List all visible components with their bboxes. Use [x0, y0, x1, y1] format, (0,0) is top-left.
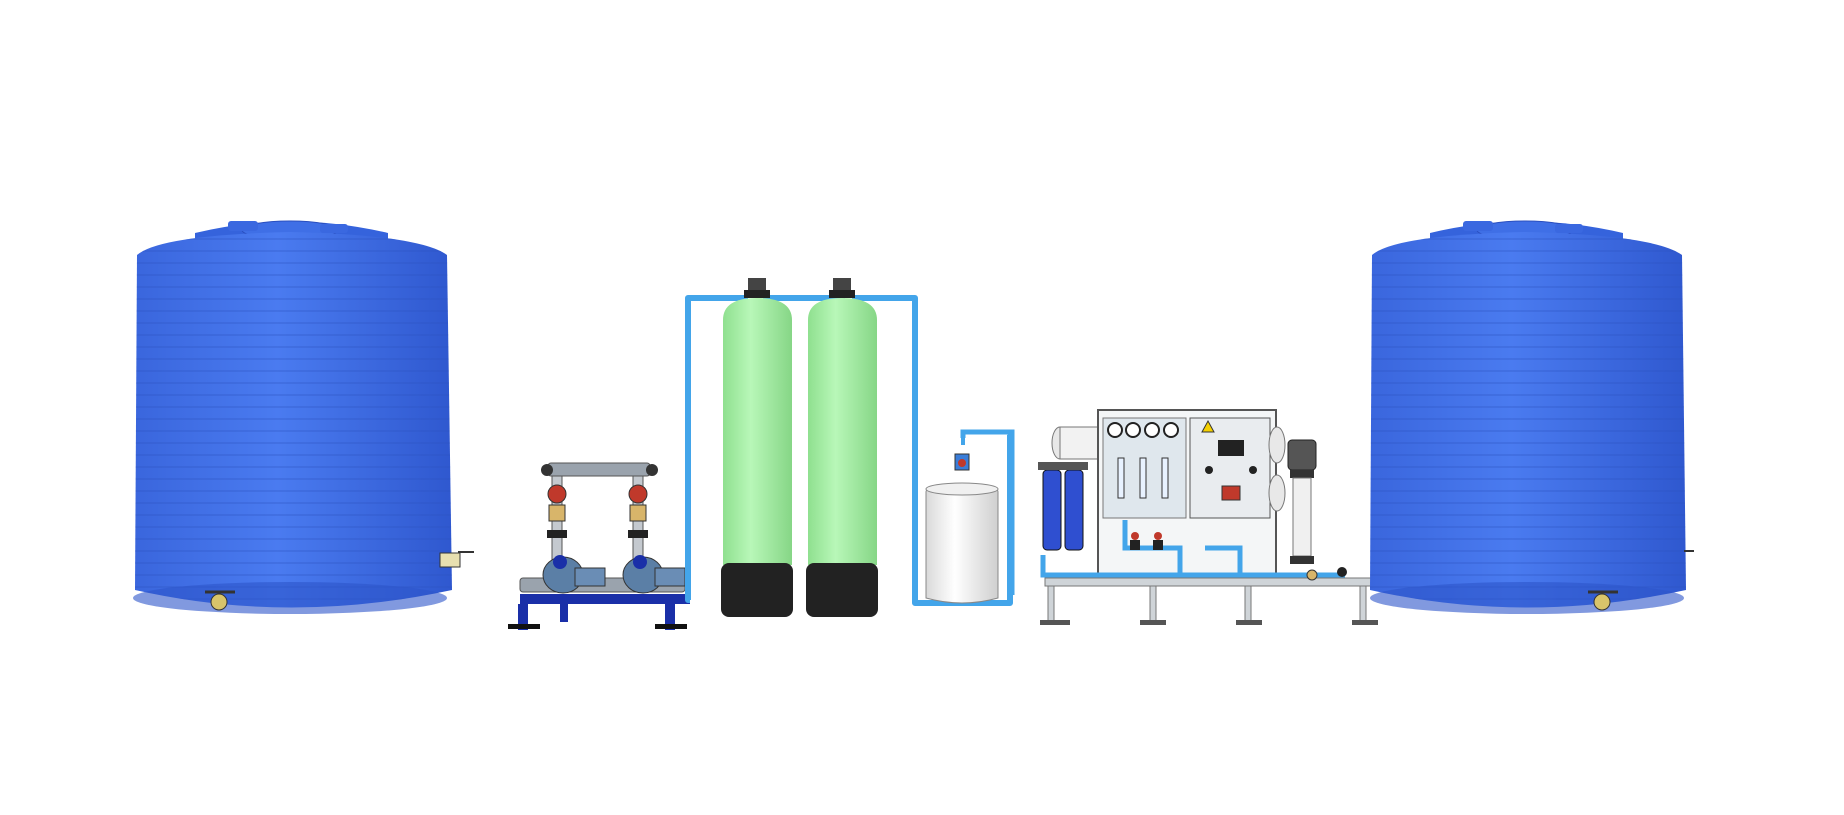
flowmeter-icon — [1117, 457, 1169, 499]
drain-valve-icon — [205, 590, 235, 611]
high-pressure-pump-icon — [1287, 439, 1317, 564]
warning-icon — [1201, 419, 1215, 433]
pressure-gauge-icon — [1107, 422, 1179, 438]
product-water-tank — [1370, 220, 1694, 614]
pump-motor-icon — [542, 555, 606, 594]
cartridge-filter-icon — [1038, 462, 1088, 551]
media-filter-2 — [806, 278, 878, 617]
feed-pump-skid — [508, 462, 690, 630]
pump-motor-icon — [622, 555, 686, 594]
raw-water-tank — [133, 220, 474, 614]
dosing-tank — [925, 429, 1015, 604]
media-filter-1 — [721, 278, 793, 617]
ro-unit — [1038, 409, 1378, 625]
outlet-valve-icon — [439, 551, 474, 568]
drain-valve-icon — [1588, 590, 1618, 611]
